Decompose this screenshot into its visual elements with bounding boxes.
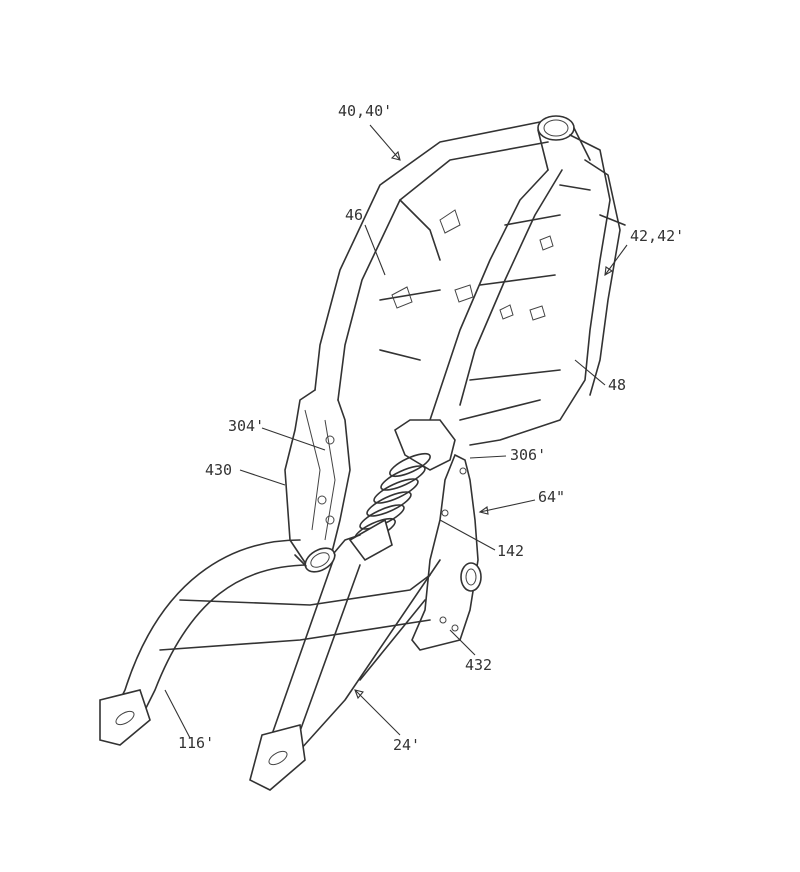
label-bracket-left: 304' [228,417,264,435]
label-lower-tube: 48 [608,376,626,394]
label-frame: 40,40' [338,102,392,120]
head-tube [537,115,591,171]
label-frame-right: 42,42' [630,227,684,245]
label-swingarm: 24' [393,736,420,754]
label-plate-left: 430 [205,461,232,479]
label-pivot-assembly: 64" [538,488,565,506]
label-plate-right: 432 [465,656,492,674]
main-frame-tubes [314,121,626,446]
leader-lines [164,124,628,739]
label-upper-tube: 46 [345,206,363,224]
swingarm [99,534,441,791]
left-bracket-plate [284,389,351,571]
label-shock: 142 [497,542,524,560]
label-bracket-right: 306' [510,446,546,464]
right-pivot-plate [411,453,482,651]
label-swingarm-tube: 116' [178,734,214,752]
shock-absorber [348,419,456,562]
